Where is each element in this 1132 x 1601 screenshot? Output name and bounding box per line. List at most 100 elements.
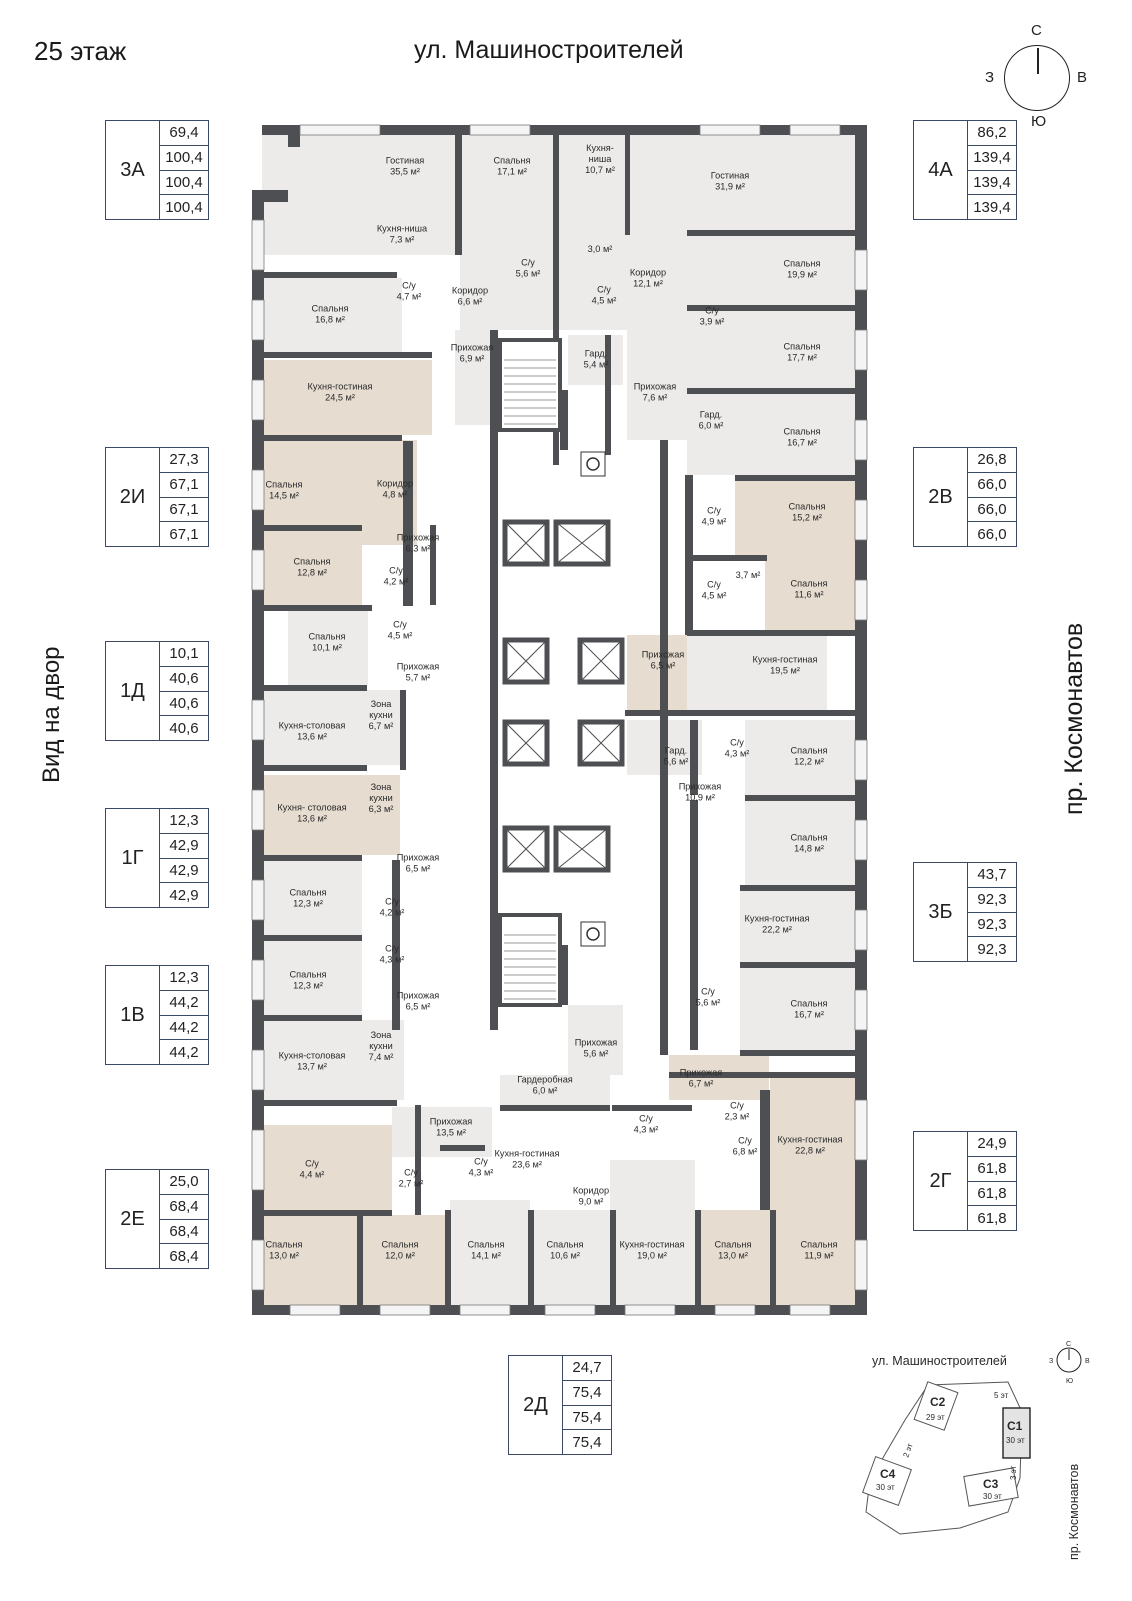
window [854, 499, 868, 541]
wall [500, 1105, 610, 1111]
wall [690, 720, 698, 795]
wall [262, 1210, 392, 1216]
wall [560, 390, 568, 450]
room-label: Прихожая [430, 1117, 473, 1127]
window [714, 1304, 756, 1316]
apartment-value: 44,2 [160, 1016, 208, 1041]
minimap-section-code: С2 [930, 1395, 946, 1409]
wall [262, 685, 367, 691]
wall [262, 935, 362, 941]
room-fill [362, 1020, 404, 1100]
window [854, 989, 868, 1031]
room-fill [555, 230, 627, 330]
wall [262, 605, 372, 611]
wall [695, 1210, 701, 1310]
apartment-value: 42,9 [169, 886, 199, 904]
room-label: Прихожая [634, 382, 677, 392]
room-label: 6,5 м² [406, 1002, 431, 1012]
room-label: 5,6 м² [664, 757, 689, 767]
room-label: Прихожая [397, 991, 440, 1001]
window [789, 124, 841, 136]
wall [260, 190, 288, 202]
room-label: С/у [639, 1114, 653, 1124]
wall [685, 475, 693, 635]
room-label: 3,0 м² [588, 244, 613, 254]
apartment-value: 61,8 [977, 1209, 1007, 1227]
wall [455, 135, 462, 255]
room-label: С/у [305, 1159, 319, 1169]
room-label: 4,3 м² [380, 955, 405, 965]
room-label: 12,2 м² [794, 757, 824, 767]
room-fill [262, 135, 460, 255]
room-label: кухни [369, 793, 393, 803]
room-label: ниша [589, 154, 613, 164]
apartment-value: 100,4 [160, 146, 208, 171]
room-label: 6,6 м² [458, 297, 483, 307]
room-label: Спальня [784, 427, 821, 437]
apartment-code: 1Г [106, 809, 160, 907]
window [544, 1304, 596, 1316]
room-label: 10,9 м² [685, 793, 715, 803]
room-label: Спальня [294, 557, 331, 567]
room-label: 35,5 м² [390, 167, 420, 177]
apartment-value: 24,9 [968, 1132, 1016, 1157]
wall [625, 135, 630, 235]
room-label: Кухня-ниша [377, 224, 428, 234]
stair [498, 338, 562, 432]
apartment-value: 139,4 [973, 198, 1011, 216]
apartment-value: 68,4 [169, 1247, 199, 1265]
room-label: 6,3 м² [369, 804, 394, 814]
wall [403, 441, 413, 606]
wall [262, 272, 397, 278]
room-fill [740, 965, 857, 1055]
room-label: 13,0 м² [718, 1251, 748, 1261]
room-fill [735, 475, 857, 555]
window [854, 1099, 868, 1161]
minimap-section-floors: 30 эт [876, 1483, 895, 1492]
room-label: С/у [707, 580, 721, 590]
wall [560, 945, 568, 1005]
window [251, 549, 265, 591]
room-fill [262, 860, 362, 935]
room-fill [262, 1125, 392, 1215]
window [854, 909, 868, 951]
room-fill [765, 555, 857, 630]
room-fill [262, 690, 362, 765]
apartment-value: 44,2 [169, 1043, 199, 1061]
apartment-value: 12,3 [160, 966, 208, 991]
room-label: С/у [707, 506, 721, 516]
room-label: С/у [404, 1168, 418, 1178]
room-label: 17,7 м² [787, 353, 817, 363]
apartment-value: 66,0 [977, 525, 1007, 543]
wall [262, 435, 402, 441]
room-label: 6,7 м² [369, 721, 394, 731]
apartment-value: 139,4 [968, 146, 1016, 171]
window [251, 299, 265, 341]
apartment-value: 40,6 [169, 719, 199, 737]
room-fill [262, 940, 362, 1015]
apartment-value: 92,3 [968, 913, 1016, 938]
room-label: Кухня-гостиная [745, 914, 810, 924]
room-label: 10,6 м² [550, 1251, 580, 1261]
room-label: Спальня [715, 1240, 752, 1250]
room-fill [627, 135, 857, 230]
room-label: 13,6 м² [297, 732, 327, 742]
room-label: 2,3 м² [725, 1112, 750, 1122]
apartment-code: 3А [106, 121, 160, 219]
apartment-code: 1Д [106, 642, 160, 740]
room-label: Прихожая [680, 1068, 723, 1078]
wall [740, 885, 857, 891]
walls-layer [251, 124, 868, 1316]
room-label: 19,0 м² [637, 1251, 667, 1261]
